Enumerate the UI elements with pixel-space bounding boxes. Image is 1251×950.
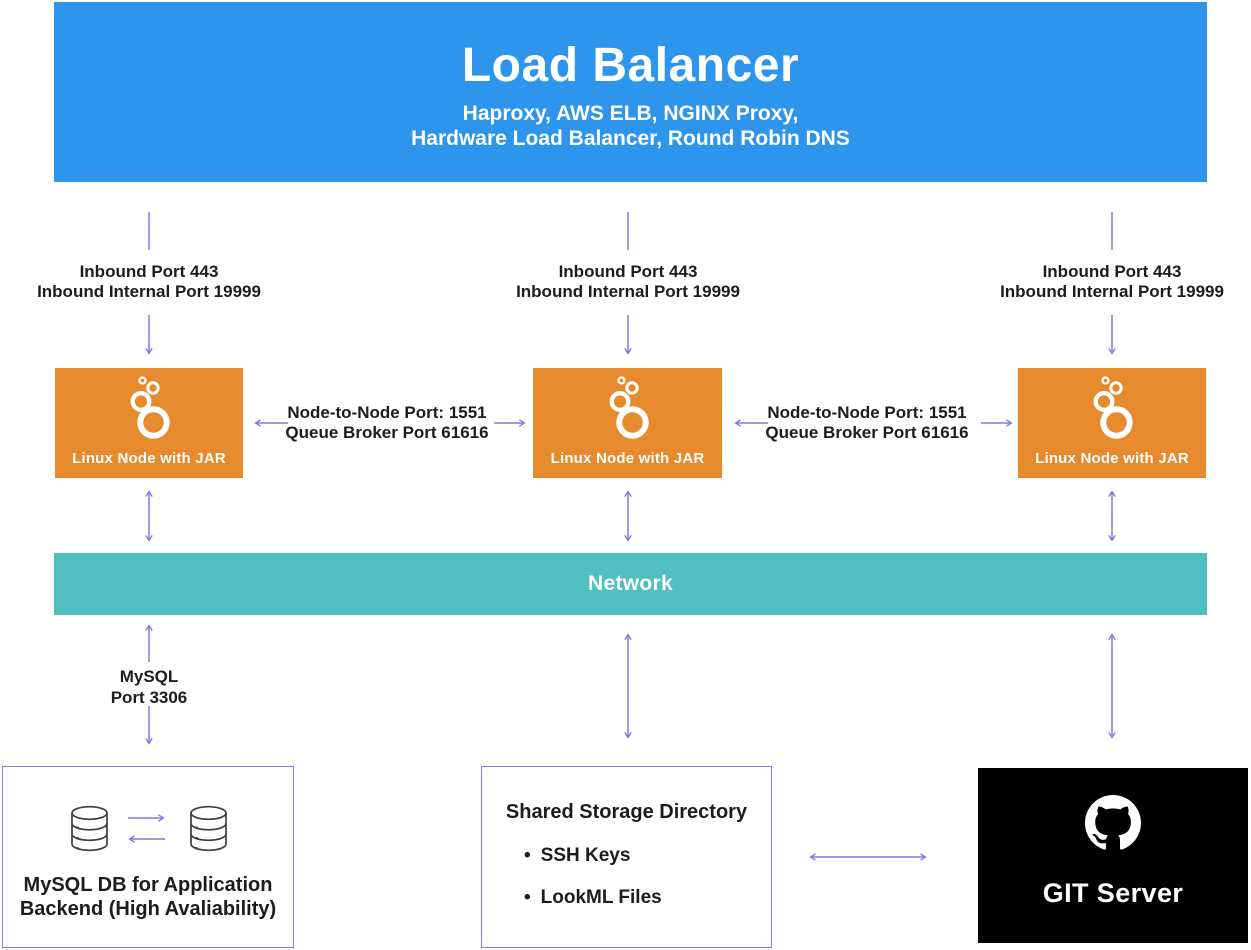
shared-storage-title: Shared Storage Directory [505,801,748,823]
linux-node-box-3: Linux Node with JAR [1018,368,1206,478]
db-replication-graphic [3,805,293,853]
database-cylinder-icon [190,805,227,852]
looker-logo-icon [1093,376,1133,439]
shared-storage-box: Shared Storage Directory SSH Keys LookML… [481,766,772,948]
load-balancer-subtitle-line-2: Hardware Load Balancer, Round Robin DNS [411,127,850,150]
git-server-box: GIT Server [978,768,1248,943]
inbound-link-label-1: Inbound Port 443 Inbound Internal Port 1… [37,262,261,301]
looker-logo-icon [609,376,649,439]
node-link-label-1: Node-to-Node Port: 1551 Queue Broker Por… [285,403,489,442]
mysql-link-label: MySQL Port 3306 [110,667,188,707]
node-label: Linux Node with JAR [72,450,226,467]
linux-node-box-2: Linux Node with JAR [533,368,722,478]
inbound-link-label-3: Inbound Port 443 Inbound Internal Port 1… [1000,262,1224,301]
node-label: Linux Node with JAR [550,450,705,467]
mysql-db-label-line-1: MySQL DB for Application [23,874,273,896]
node-label: Linux Node with JAR [1035,450,1189,467]
network-bar: Network [54,553,1207,615]
git-server-label: GIT Server [1042,878,1184,908]
inbound-link-label-2: Inbound Port 443 Inbound Internal Port 1… [516,262,740,301]
database-cylinder-icon [71,805,108,852]
mysql-db-box: MySQL DB for Application Backend (High A… [2,766,294,948]
load-balancer-box: Load Balancer Haproxy, AWS ELB, NGINX Pr… [54,2,1207,182]
storage-item-lookml-files: LookML Files [524,887,662,909]
load-balancer-title: Load Balancer [461,39,800,92]
node-link-label-2: Node-to-Node Port: 1551 Queue Broker Por… [765,403,969,442]
mysql-db-label: MySQL DB for Application Backend (High A… [3,873,293,921]
load-balancer-subtitle-line-1: Haproxy, AWS ELB, NGINX Proxy, [462,102,799,125]
github-octocat-icon [1085,795,1141,850]
network-label: Network [588,572,673,595]
load-balancer-subtitle: Haproxy, AWS ELB, NGINX Proxy, Hardware … [54,101,1207,151]
looker-logo-icon [130,376,170,439]
storage-item-ssh-keys: SSH Keys [524,845,631,867]
linux-node-box-1: Linux Node with JAR [55,368,243,478]
mysql-db-label-line-2: Backend (High Avaliability) [19,898,277,920]
